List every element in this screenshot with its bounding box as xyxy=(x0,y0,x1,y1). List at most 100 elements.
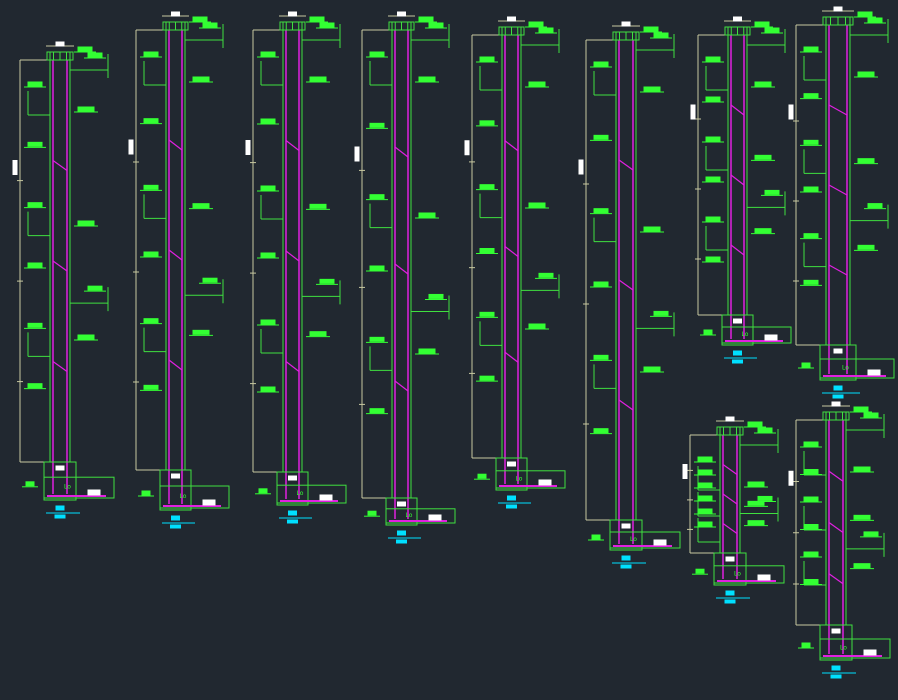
annotation-text xyxy=(369,408,385,414)
annotation-text xyxy=(369,265,385,271)
annotation-text xyxy=(260,252,276,258)
foot-length-label: Lo xyxy=(64,484,71,491)
annotation-text xyxy=(143,251,159,257)
annotation-text xyxy=(803,579,819,584)
annotation-text xyxy=(369,194,385,200)
annotation-text xyxy=(803,93,819,99)
level-text xyxy=(757,495,773,501)
annotation-text xyxy=(747,520,765,526)
level-text xyxy=(202,22,218,28)
foot-level-text xyxy=(695,568,705,574)
rebar-splice xyxy=(722,493,738,505)
annotation-text xyxy=(27,262,43,268)
column-7-footing-base xyxy=(721,326,792,344)
annotation-text xyxy=(309,203,327,209)
rebar-splice xyxy=(504,246,519,257)
footing-width-text xyxy=(428,514,442,521)
annotation-text xyxy=(369,51,385,57)
footing-width-text xyxy=(867,369,881,376)
elevation-text xyxy=(77,46,93,52)
rebar-splice xyxy=(730,174,745,186)
rebar-splice xyxy=(168,139,183,151)
foot-length-label: Lo xyxy=(516,475,523,482)
elevation-text xyxy=(754,21,770,27)
annotation-text xyxy=(418,76,436,82)
annotation-text xyxy=(143,184,159,190)
elevation-text xyxy=(747,421,763,427)
annotation-text xyxy=(697,482,713,488)
level-text xyxy=(538,27,554,33)
top-dimension-text xyxy=(833,6,843,12)
annotation-text xyxy=(803,233,819,239)
column-8-caption-scale xyxy=(832,394,844,399)
dimension-text xyxy=(578,159,584,175)
annotation-text xyxy=(27,322,43,328)
top-dimension-text xyxy=(725,416,735,422)
elevation-text xyxy=(643,26,659,32)
foot-level-text xyxy=(703,329,713,335)
annotation-text xyxy=(705,96,721,102)
footing-dim-text xyxy=(733,318,742,324)
annotation-text xyxy=(754,154,772,160)
annotation-text xyxy=(593,281,609,287)
annotation-text xyxy=(369,122,385,128)
annotation-text xyxy=(260,118,276,124)
annotation-text xyxy=(593,428,609,434)
dimension-text xyxy=(354,146,360,162)
annotation-text xyxy=(754,81,772,87)
level-text xyxy=(757,427,773,433)
dimension-text xyxy=(464,140,470,156)
footing-dim-text xyxy=(621,523,631,529)
level-text xyxy=(863,531,879,537)
annotation-text xyxy=(803,551,819,557)
top-dimension-text xyxy=(621,21,631,27)
dimension-text xyxy=(682,464,688,479)
annotation-text xyxy=(697,469,713,475)
rebar-splice xyxy=(722,523,738,534)
foot-length-label: Lo xyxy=(630,536,637,543)
foot-level-text xyxy=(25,481,35,487)
rebar-splice xyxy=(828,184,848,196)
footing-width-text xyxy=(202,499,216,506)
rebar-splice xyxy=(730,104,745,116)
annotation-text xyxy=(643,366,661,372)
column-6-caption-name xyxy=(621,555,631,561)
dimension-text xyxy=(690,104,696,120)
annotation-text xyxy=(77,106,95,112)
column-6-caption-scale xyxy=(620,564,632,569)
annotation-text xyxy=(309,331,327,337)
annotation-text xyxy=(857,244,875,250)
annotation-text xyxy=(643,86,661,92)
foot-length-label: Lo xyxy=(297,490,304,497)
rebar-splice xyxy=(168,359,183,371)
level-text xyxy=(319,22,335,28)
column-3-caption-scale xyxy=(287,519,298,524)
annotation-text xyxy=(369,336,385,342)
annotation-text xyxy=(27,81,43,87)
level-text xyxy=(863,412,879,418)
column-1-caption-scale xyxy=(54,514,66,519)
level-text xyxy=(202,277,218,283)
footing-dim-text xyxy=(725,556,735,562)
dimension-text xyxy=(245,140,251,155)
annotation-text xyxy=(697,495,713,501)
annotation-text xyxy=(260,386,276,392)
annotation-text xyxy=(143,118,159,124)
foot-level-text xyxy=(591,534,601,540)
annotation-text xyxy=(479,184,495,190)
annotation-text xyxy=(27,383,43,389)
rebar-splice xyxy=(394,263,409,275)
annotation-text xyxy=(853,466,871,472)
column-10-caption-name xyxy=(831,665,841,671)
elevation-text xyxy=(418,16,434,22)
rebar-splice xyxy=(504,351,519,363)
annotation-text xyxy=(705,56,721,62)
foot-length-label: Lo xyxy=(180,493,187,500)
rebar-splice xyxy=(285,361,300,372)
rebar-splice xyxy=(168,249,183,261)
annotation-text xyxy=(192,203,210,209)
column-6-footing-base xyxy=(609,531,681,549)
foot-level-text xyxy=(801,642,811,648)
annotation-text xyxy=(77,334,95,340)
